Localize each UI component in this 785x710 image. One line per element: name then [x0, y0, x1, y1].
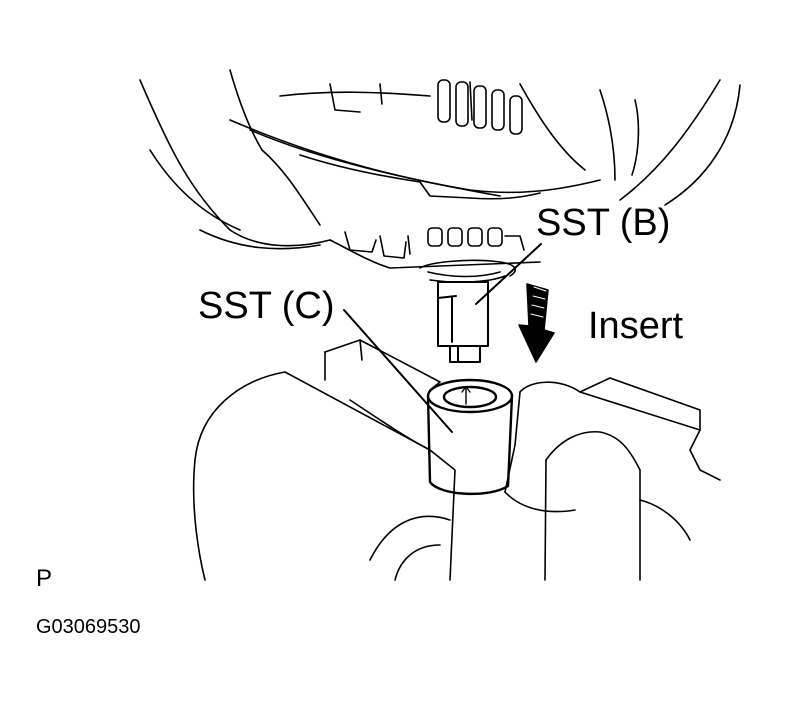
- view-letter: P: [36, 565, 53, 592]
- sst-c-label: SST (C): [198, 285, 335, 327]
- sst-b-leader-line: [475, 243, 542, 305]
- insert-label: Insert: [588, 305, 684, 347]
- sst-c-sleeve: [426, 378, 514, 496]
- figure-code: G03069530: [36, 616, 141, 638]
- vise: [192, 339, 721, 581]
- sst-b-label: SST (B): [536, 202, 671, 244]
- insert-arrow-icon: [518, 283, 555, 363]
- alternator-body: [139, 69, 741, 269]
- sst-c-leader-line: [343, 309, 453, 433]
- sst-b-tool: [437, 281, 489, 363]
